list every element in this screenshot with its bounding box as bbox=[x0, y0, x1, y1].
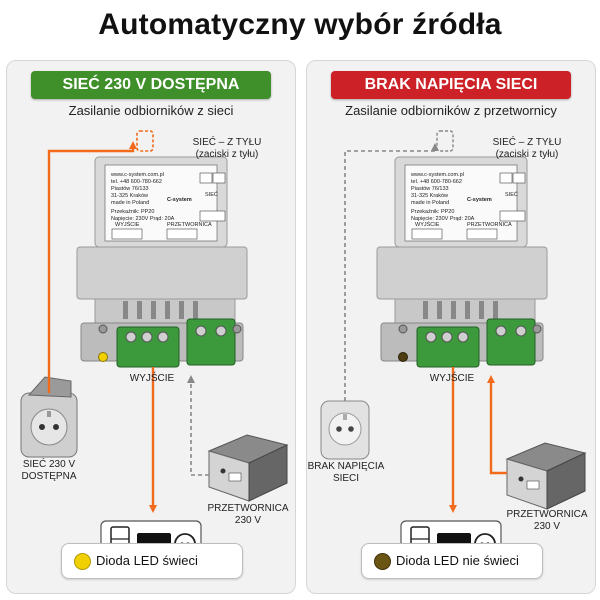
device-sec-inv: PRZETWORNICA bbox=[467, 222, 512, 228]
device-brand: C-system bbox=[167, 197, 192, 203]
mains-rear-terminal bbox=[136, 130, 154, 152]
relay-device bbox=[76, 156, 248, 368]
panel-subtitle: Zasilanie odbiorników z przetwornicy bbox=[345, 103, 557, 118]
device-model: Przekaźnik: PP20 bbox=[411, 209, 454, 215]
inverter-icon bbox=[505, 442, 587, 510]
output-label: WYJŚCIE bbox=[429, 373, 475, 384]
device-sec-inv: PRZETWORNICA bbox=[167, 222, 212, 228]
device-spec: Napięcie: 230V Prąd: 20A bbox=[111, 216, 175, 222]
output-label: WYJŚCIE bbox=[129, 373, 175, 384]
device-addr2: 31-325 Kraków bbox=[111, 193, 148, 199]
siec-label: SIEĆ – Z TYŁU(zaciski z tyłu) bbox=[492, 137, 562, 160]
led-indicator bbox=[98, 352, 108, 362]
mains-input-path bbox=[344, 143, 439, 401]
inverter-path bbox=[487, 375, 507, 475]
mains-input-path bbox=[47, 141, 137, 393]
led-indicator bbox=[398, 352, 408, 362]
device-url: www.c-system.com.pl bbox=[110, 172, 164, 178]
led-status-box: Dioda LED świeci bbox=[61, 543, 243, 579]
device-sec-out: WYJŚCIE bbox=[115, 220, 140, 228]
device-phone: tel. +48 600-780-662 bbox=[411, 179, 462, 185]
status-banner: BRAK NAPIĘCIA SIECI bbox=[331, 71, 571, 99]
inverter-icon bbox=[207, 434, 289, 502]
diagram-graphics: www.c-system.com.pl tel. +48 600-780-662… bbox=[20, 130, 289, 568]
siec-label: SIEĆ – Z TYŁU(zaciski z tyłu) bbox=[192, 137, 262, 160]
status-banner: SIEĆ 230 V DOSTĘPNA bbox=[31, 71, 271, 99]
device-siec: SIEĆ bbox=[205, 191, 218, 198]
panel-no-mains: BRAK NAPIĘCIA SIECI Zasilanie odbiornikó… bbox=[306, 60, 596, 594]
device-addr1: Piastów 76/133 bbox=[411, 186, 449, 192]
led-status-text: Dioda LED świeci bbox=[96, 553, 198, 568]
led-dot-icon bbox=[74, 553, 91, 570]
device-addr2: 31-325 Kraków bbox=[411, 193, 448, 199]
device-url: www.c-system.com.pl bbox=[410, 172, 464, 178]
led-status-text: Dioda LED nie świeci bbox=[396, 553, 519, 568]
diagram-graphics: www.c-system.com.pl tel. +48 600-780-662… bbox=[320, 130, 587, 568]
device-model: Przekaźnik: PP20 bbox=[111, 209, 154, 215]
panel-mains-available: SIEĆ 230 V DOSTĘPNA Zasilanie odbiornikó… bbox=[6, 60, 296, 594]
inverter-path bbox=[187, 375, 209, 476]
device-addr1: Piastów 76/133 bbox=[111, 186, 149, 192]
device-phone: tel. +48 600-780-662 bbox=[111, 179, 162, 185]
relay-device bbox=[376, 156, 548, 368]
device-brand: C-system bbox=[467, 197, 492, 203]
device-spec: Napięcie: 230V Prąd: 20A bbox=[411, 216, 475, 222]
device-sec-out: WYJŚCIE bbox=[415, 220, 440, 228]
mains-rear-terminal bbox=[436, 130, 454, 152]
led-dot-icon bbox=[374, 553, 391, 570]
device-made: made in Poland bbox=[111, 200, 149, 206]
led-status-box: Dioda LED nie świeci bbox=[361, 543, 543, 579]
main-title: Automatyczny wybór źródła bbox=[98, 8, 502, 41]
mains-socket-icon bbox=[320, 400, 370, 460]
device-made: made in Poland bbox=[411, 200, 449, 206]
device-siec: SIEĆ bbox=[505, 191, 518, 198]
panel-subtitle: Zasilanie odbiorników z sieci bbox=[68, 103, 234, 118]
